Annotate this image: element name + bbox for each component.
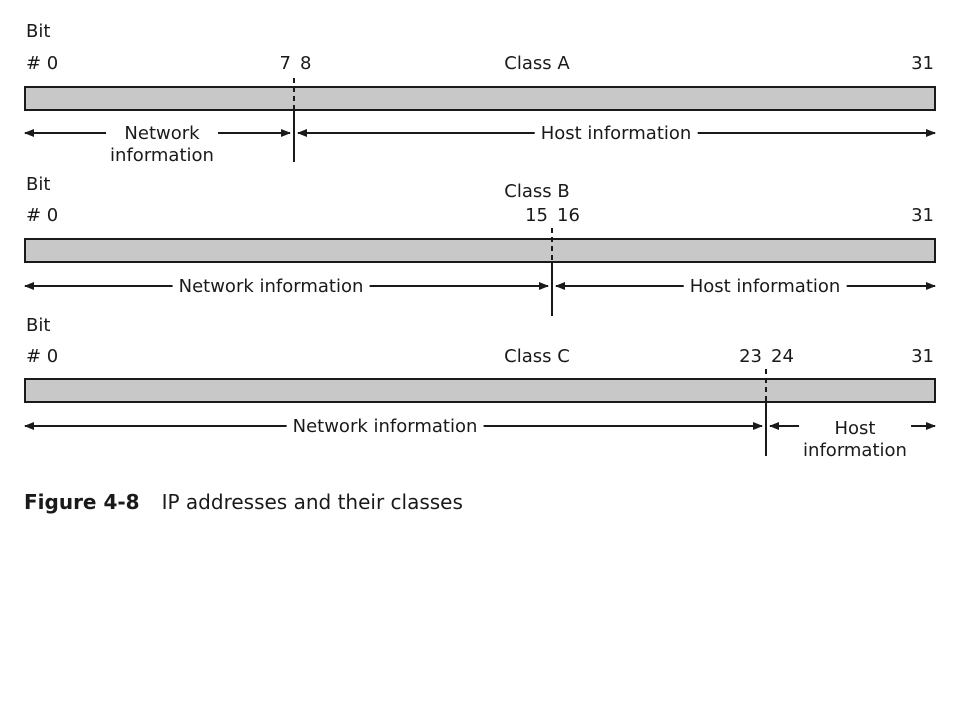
class-c-network-end-bit: 23 <box>739 346 762 367</box>
class-b-bit-label: Bit <box>26 174 51 195</box>
class-a-network-end-bit: 7 <box>279 53 291 74</box>
class-c-title: Class C <box>504 346 570 367</box>
class-b-start-bit: # 0 <box>26 205 59 226</box>
class-a-end-bit: 31 <box>911 53 934 74</box>
class-b-host-start-bit: 16 <box>557 205 580 226</box>
class-b-address-bar <box>24 238 936 263</box>
class-c-end-bit: 31 <box>911 346 934 367</box>
class-c-start-bit: # 0 <box>26 346 59 367</box>
class-a-bit-label: Bit <box>26 21 51 42</box>
class-a-host-label: Host information <box>534 123 698 145</box>
class-c-graphics <box>24 369 936 456</box>
class-b-title: Class B <box>504 181 570 202</box>
figure-caption-text: IP addresses and their classes <box>161 490 463 514</box>
class-c-host-label: Host information <box>799 418 911 462</box>
ip-class-diagram: Bit # 0 7 8 Class A 31 Network informati… <box>24 21 936 462</box>
class-a-host-start-bit: 8 <box>300 53 312 74</box>
class-c-bit-label: Bit <box>26 315 51 336</box>
class-a-network-label: Network information <box>106 123 218 167</box>
class-c-network-label: Network information <box>286 416 484 438</box>
figure-number: Figure 4-8 <box>24 490 140 514</box>
class-b-end-bit: 31 <box>911 205 934 226</box>
class-c-address-bar <box>24 378 936 403</box>
class-a-address-bar <box>24 86 936 111</box>
figure-caption: Figure 4-8 IP addresses and their classes <box>24 489 463 515</box>
class-a-start-bit: # 0 <box>26 53 59 74</box>
diagram-graphics <box>24 78 936 456</box>
class-b-graphics <box>24 228 936 316</box>
class-a-title: Class A <box>504 53 570 74</box>
class-b-host-label: Host information <box>683 276 847 298</box>
class-c-host-start-bit: 24 <box>771 346 794 367</box>
class-b-network-end-bit: 15 <box>525 205 548 226</box>
class-b-network-label: Network information <box>172 276 370 298</box>
